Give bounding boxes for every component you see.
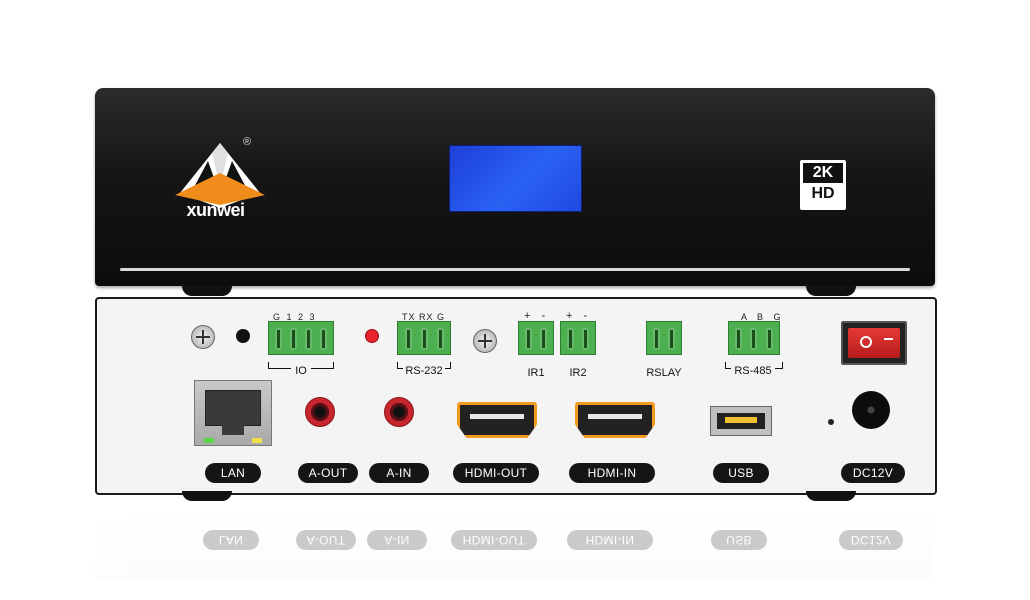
- lcd-display: [449, 145, 582, 212]
- port-label-usb: USB: [713, 463, 769, 483]
- audio-in-jack[interactable]: [384, 397, 414, 427]
- rs232-pin-labels: TX RX G: [402, 312, 446, 322]
- front-accent-line: [120, 268, 910, 271]
- foot-back-right: [806, 491, 856, 501]
- foot-left: [182, 286, 232, 296]
- reflection-label-hdmi-out: HDMI-OUT: [451, 530, 537, 550]
- rs232-terminal-block[interactable]: [397, 321, 451, 355]
- reflection-label-lan: LAN: [203, 530, 259, 550]
- rs485-pin-labels: A B G: [741, 312, 785, 322]
- link-led: [204, 438, 214, 443]
- screw-icon: [191, 325, 215, 349]
- rs232-label: RS-232: [403, 365, 445, 377]
- port-label-lan: LAN: [205, 463, 261, 483]
- port-label-hdmi-in: HDMI-IN: [569, 463, 655, 483]
- rs485-terminal-block[interactable]: [728, 321, 780, 355]
- usb-icon: [717, 413, 765, 429]
- foot-right: [806, 286, 856, 296]
- floor-reflection: LAN A-OUT A-IN HDMI-OUT HDMI-IN USB DC12…: [95, 510, 933, 580]
- brand-name: xunwei: [186, 200, 245, 220]
- ir1-pin-labels: + -: [524, 310, 550, 322]
- lan-port[interactable]: [194, 380, 272, 446]
- hdmi-in-port[interactable]: [575, 402, 655, 438]
- power-switch[interactable]: [841, 321, 907, 365]
- io-label: IO: [291, 365, 311, 377]
- audio-out-jack[interactable]: [305, 397, 335, 427]
- rocker-switch-icon: [848, 328, 900, 358]
- badge-2k: 2K: [803, 163, 843, 183]
- usb-port[interactable]: [710, 406, 772, 436]
- resolution-badge: 2K HD: [800, 160, 846, 210]
- reflection-label-a-out: A-OUT: [296, 530, 356, 550]
- port-label-a-in: A-IN: [369, 463, 429, 483]
- registered-mark: ®: [243, 136, 252, 148]
- xunwei-logo-icon: [175, 143, 265, 208]
- relay-label: RSLAY: [646, 367, 682, 379]
- reflection-label-usb: USB: [711, 530, 767, 550]
- port-label-dc12v: DC12V: [841, 463, 905, 483]
- port-label-hdmi-out: HDMI-OUT: [453, 463, 539, 483]
- rs485-label: RS-485: [731, 365, 775, 377]
- device-back-panel: G 1 2 3 IO TX RX G RS-232 + - IR1 + - IR…: [95, 297, 937, 495]
- io-terminal-block[interactable]: [268, 321, 334, 355]
- badge-hd: HD: [811, 185, 835, 202]
- ethernet-port-icon: [205, 390, 261, 435]
- screw-icon: [473, 329, 497, 353]
- reflection-label-hdmi-in: HDMI-IN: [567, 530, 653, 550]
- reflection-label-dc12v: DC12V: [839, 530, 903, 550]
- dc-indicator-dot: [828, 419, 834, 425]
- ir2-label: IR2: [569, 367, 587, 379]
- power-led: [365, 329, 379, 343]
- dc-power-jack[interactable]: [852, 391, 890, 429]
- ir2-pin-labels: + -: [566, 310, 592, 322]
- device-front-panel: ® xunwei 2K HD: [95, 88, 935, 286]
- ir1-label: IR1: [527, 367, 545, 379]
- hdmi-out-port[interactable]: [457, 402, 537, 438]
- io-pin-labels: G 1 2 3: [273, 312, 317, 322]
- port-label-a-out: A-OUT: [298, 463, 358, 483]
- relay-terminal-block[interactable]: [646, 321, 682, 355]
- activity-led: [252, 438, 262, 443]
- reset-hole[interactable]: [236, 329, 250, 343]
- reflection-label-a-in: A-IN: [367, 530, 427, 550]
- ir1-terminal-block[interactable]: [518, 321, 554, 355]
- foot-back-left: [182, 491, 232, 501]
- ir2-terminal-block[interactable]: [560, 321, 596, 355]
